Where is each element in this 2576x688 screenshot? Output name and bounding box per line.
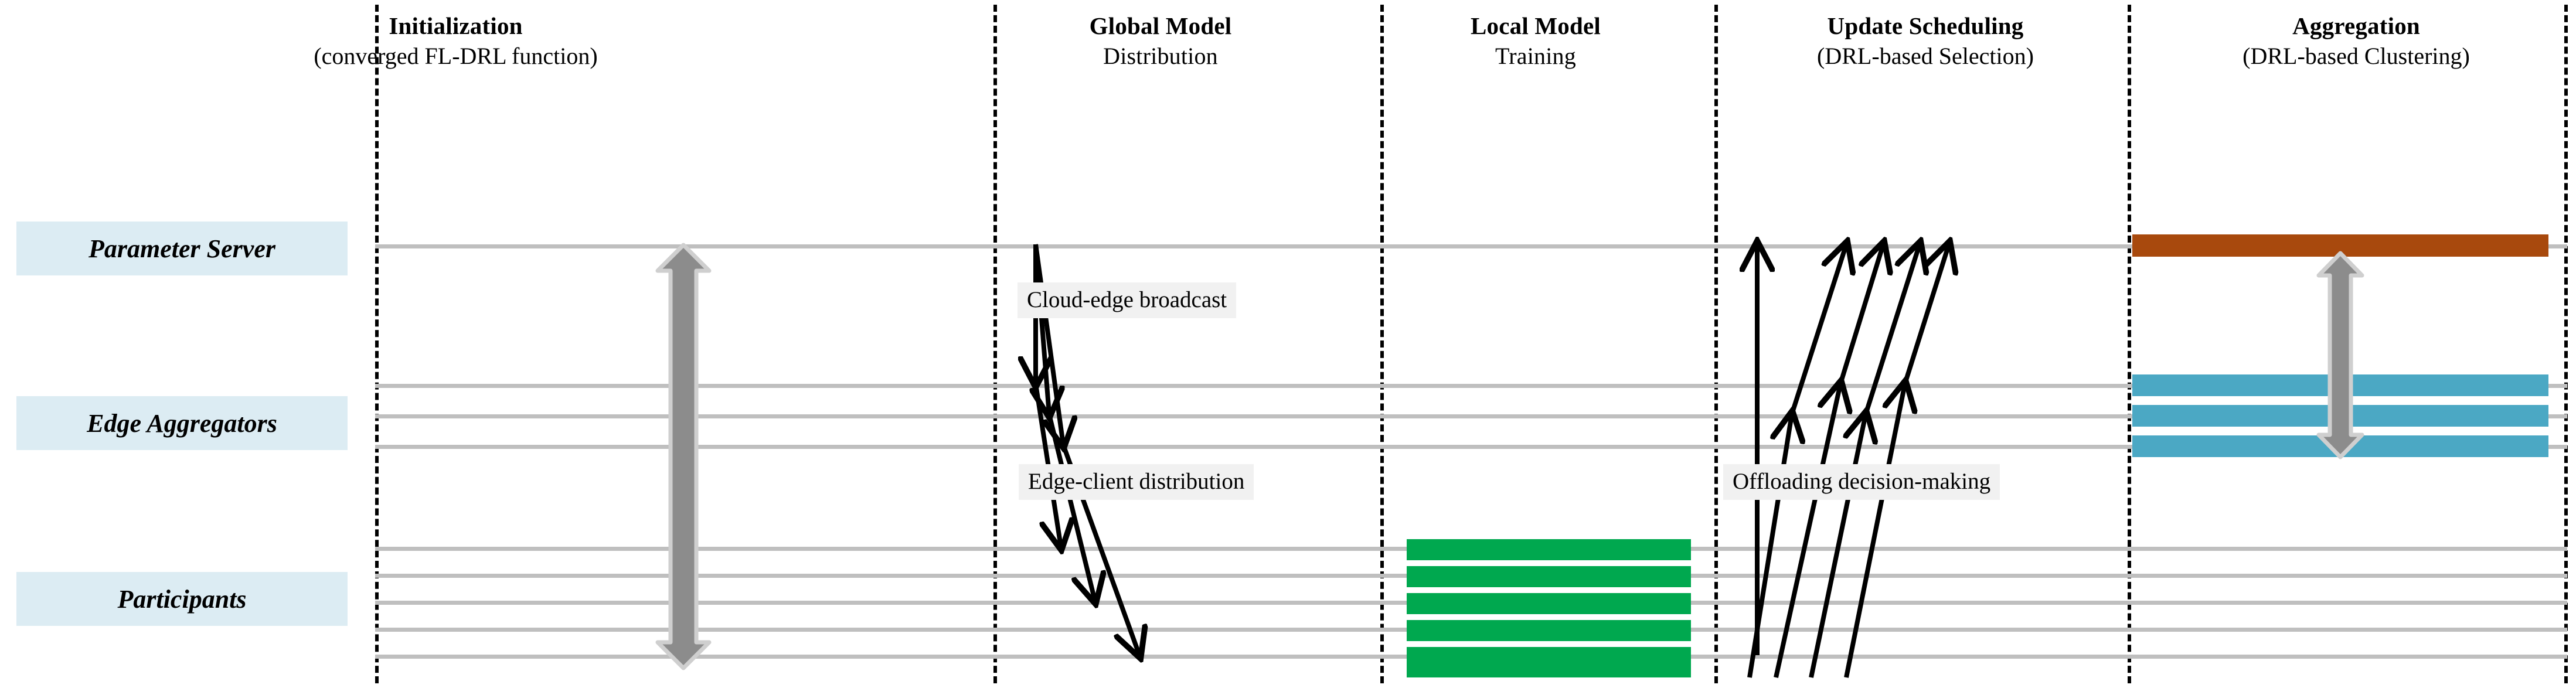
phase-title: Local Model xyxy=(1471,12,1601,39)
activation-bar-training-5 xyxy=(1407,647,1691,677)
lifeline-edge-aggregators-1 xyxy=(375,384,2567,388)
activation-bar-aggregation-server xyxy=(2132,234,2548,257)
flow-participant-to-edge-arrows xyxy=(1747,384,1905,678)
phase-separator-3 xyxy=(1714,5,1718,683)
phase-separator-5 xyxy=(2564,5,2568,683)
phase-separator-4 xyxy=(2128,5,2131,683)
phase-separator-2 xyxy=(1380,5,1384,683)
activation-bar-training-4 xyxy=(1407,620,1691,641)
note-offloading-decision-making: Offloading decision-making xyxy=(1723,464,2000,500)
phase-header-local-model-training: Local Model Training xyxy=(1377,12,1694,70)
phase-title: Aggregation xyxy=(2292,12,2420,39)
actor-label-text: Participants xyxy=(117,584,247,614)
flow-edge-client-distribution-arrows xyxy=(1033,383,1139,655)
phase-subtitle: (DRL-based Selection) xyxy=(1817,43,2034,70)
note-text: Edge-client distribution xyxy=(1028,469,1245,494)
phase-title: Initialization xyxy=(389,12,523,39)
lifeline-parameter-server-1 xyxy=(375,244,2567,248)
note-text: Cloud-edge broadcast xyxy=(1027,287,1227,312)
note-edge-client-distribution: Edge-client distribution xyxy=(1019,464,1254,500)
actor-label-text: Edge Aggregators xyxy=(87,408,277,438)
phase-subtitle: Training xyxy=(1495,43,1576,70)
phase-header-update-scheduling: Update Scheduling (DRL-based Selection) xyxy=(1720,12,2131,70)
phase-subtitle: (converged FL-DRL function) xyxy=(314,43,598,70)
note-cloud-edge-broadcast: Cloud-edge broadcast xyxy=(1018,282,1237,318)
actor-label-edge-aggregators: Edge Aggregators xyxy=(16,396,348,450)
phase-header-global-model-distribution: Global Model Distribution xyxy=(996,12,1325,70)
lifeline-edge-aggregators-3 xyxy=(375,445,2567,449)
actor-label-participants: Participants xyxy=(16,572,348,626)
phase-title: Global Model xyxy=(1089,12,1232,39)
phase-separator-1 xyxy=(993,5,997,683)
activation-bar-training-2 xyxy=(1407,566,1691,587)
flow-edge-to-server-arrows xyxy=(1757,244,1949,655)
note-text: Offloading decision-making xyxy=(1733,469,1991,494)
phase-title: Update Scheduling xyxy=(1827,12,2024,39)
activation-bar-aggregation-edge-3 xyxy=(2132,435,2548,457)
activation-bar-training-1 xyxy=(1407,539,1691,560)
phase-separator-0 xyxy=(375,5,379,683)
lifeline-edge-aggregators-2 xyxy=(375,414,2567,418)
activation-bar-training-3 xyxy=(1407,593,1691,614)
activation-bar-aggregation-edge-2 xyxy=(2132,405,2548,427)
phase-subtitle: Distribution xyxy=(1103,43,1218,70)
actor-label-parameter-server: Parameter Server xyxy=(16,222,348,275)
phase-header-initialization: Initialization (converged FL-DRL functio… xyxy=(141,12,771,70)
phase-header-aggregation: Aggregation (DRL-based Clustering) xyxy=(2139,12,2573,70)
phase-subtitle: (DRL-based Clustering) xyxy=(2242,43,2470,70)
activation-bar-aggregation-edge-1 xyxy=(2132,374,2548,396)
actor-label-text: Parameter Server xyxy=(89,234,275,263)
